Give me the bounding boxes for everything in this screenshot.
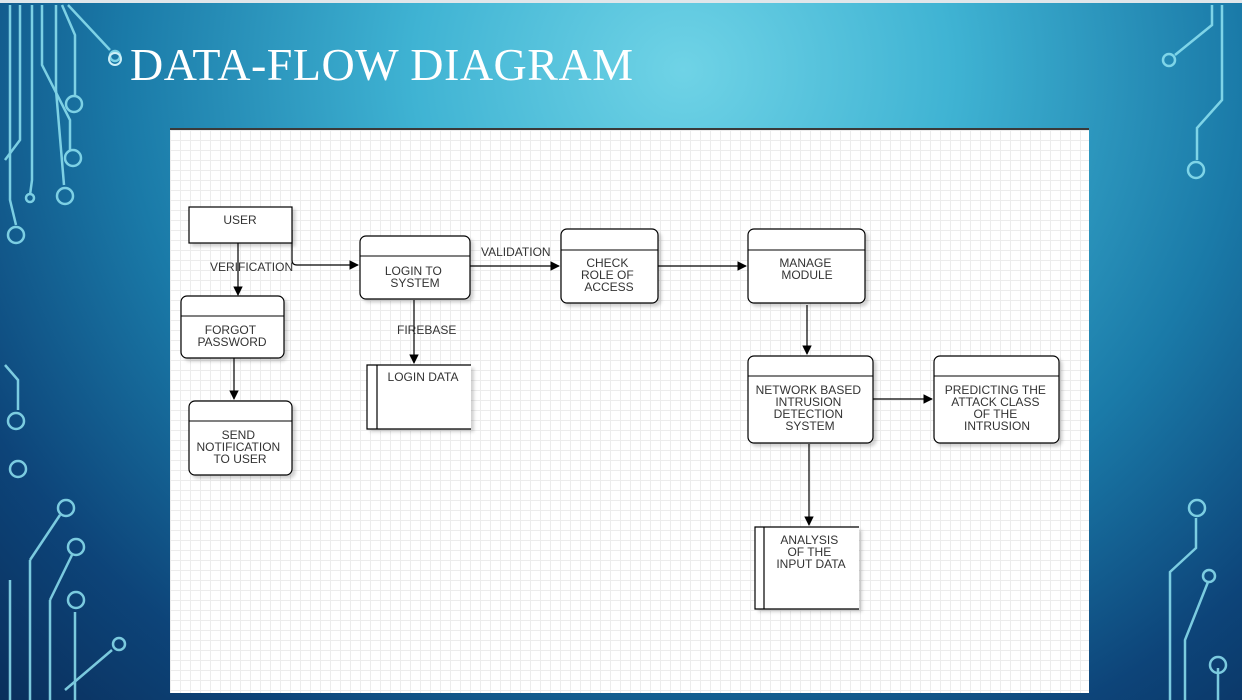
slide-title: DATA-FLOW DIAGRAM — [130, 39, 634, 90]
node-nids-box — [747, 355, 874, 444]
data-flow-diagram: VERIFICATION VALIDATION FIREBASE USER FO… — [180, 206, 1060, 610]
node-login-to-system-box — [359, 235, 471, 300]
diagram-canvas: VERIFICATION VALIDATION FIREBASE USER FO… — [170, 128, 1089, 693]
node-analysis-store — [754, 526, 859, 610]
edge-label-validation: VALIDATION — [481, 245, 551, 259]
node-nids-label: NETWORK BASED INTRUSION DETECTION SYSTEM — [756, 383, 865, 433]
node-login-data-label: LOGIN DATA — [388, 370, 459, 384]
node-predicting-label: PREDICTING THE ATTACK CLASS OF THE INTRU… — [945, 383, 1049, 433]
node-login-to-system-label: LOGIN TO SYSTEM — [385, 264, 445, 290]
edge-label-verification: VERIFICATION — [210, 260, 293, 274]
node-manage-module-label: MANAGE MODULE — [779, 256, 834, 282]
node-analysis-label: ANALYSIS OF THE INPUT DATA — [776, 533, 845, 571]
node-login-data-store — [366, 364, 471, 430]
node-user-label: USER — [223, 213, 257, 227]
node-check-role-label: CHECK ROLE OF ACCESS — [581, 256, 637, 294]
title-bullet-icon — [108, 52, 122, 66]
node-user-box — [188, 206, 293, 244]
top-border — [0, 0, 1242, 3]
edge-label-firebase: FIREBASE — [397, 323, 456, 337]
node-forgot-password-label: FORGOT PASSWORD — [197, 323, 266, 349]
node-send-notification-label: SEND NOTIFICATION TO USER — [196, 428, 283, 466]
node-check-role-box — [560, 228, 659, 304]
edge-user-login — [291, 230, 359, 270]
node-manage-module-box — [747, 228, 866, 304]
node-forgot-password-box — [180, 295, 285, 359]
node-predicting-box — [933, 355, 1060, 444]
node-send-notification-box — [188, 400, 293, 476]
